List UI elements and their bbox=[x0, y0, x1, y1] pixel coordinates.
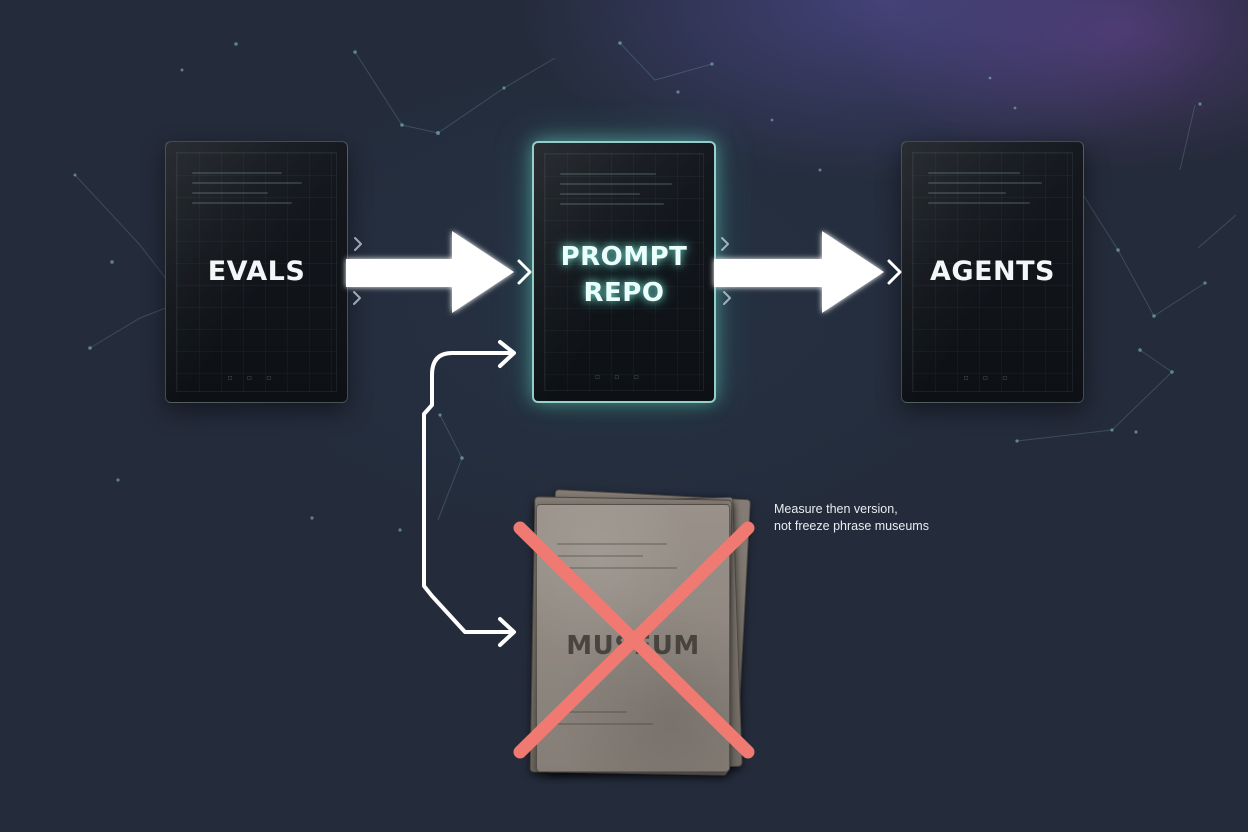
double-chevron-icon bbox=[353, 291, 361, 305]
chevron-right-icon bbox=[887, 259, 902, 285]
chevron-right-icon bbox=[354, 237, 362, 251]
prompt-repo-label-line1: PROMPT bbox=[560, 242, 688, 272]
chevron-right-icon bbox=[498, 617, 516, 647]
caption-line-2: not freeze phrase museums bbox=[774, 519, 929, 533]
panel-grid bbox=[544, 153, 704, 391]
agents-panel: AGENTS ▫▫▫ bbox=[901, 141, 1084, 403]
panel-text-lines bbox=[560, 173, 672, 213]
chevron-right-icon bbox=[498, 340, 516, 368]
caption-note: Measure then version, not freeze phrase … bbox=[774, 501, 929, 535]
arrow-right-icon bbox=[346, 231, 514, 313]
evals-label: EVALS bbox=[207, 256, 306, 287]
panel-text-lines bbox=[928, 172, 1042, 212]
panel-glyphs: ▫▫▫ bbox=[963, 373, 1022, 382]
panel-grid bbox=[176, 152, 337, 392]
panel-glyphs: ▫▫▫ bbox=[227, 373, 286, 382]
double-chevron-icon bbox=[721, 237, 729, 251]
agents-label: AGENTS bbox=[930, 256, 1055, 287]
panel-grid bbox=[912, 152, 1073, 392]
caption-line-1: Measure then version, bbox=[774, 502, 898, 516]
chevron-right-icon bbox=[517, 259, 532, 285]
prompt-repo-panel: PROMPT REPO ▫▫▫ bbox=[532, 141, 716, 403]
evals-panel: EVALS ▫▫▫ bbox=[165, 141, 348, 403]
prompt-repo-label-line2: REPO bbox=[583, 278, 665, 308]
cross-out-icon bbox=[513, 521, 755, 759]
panel-glyphs: ▫▫▫ bbox=[594, 372, 654, 381]
panel-text-lines bbox=[192, 172, 302, 212]
museum-loop-path bbox=[422, 351, 514, 634]
chevron-right-icon bbox=[723, 291, 731, 305]
arrow-right-icon bbox=[714, 231, 884, 313]
